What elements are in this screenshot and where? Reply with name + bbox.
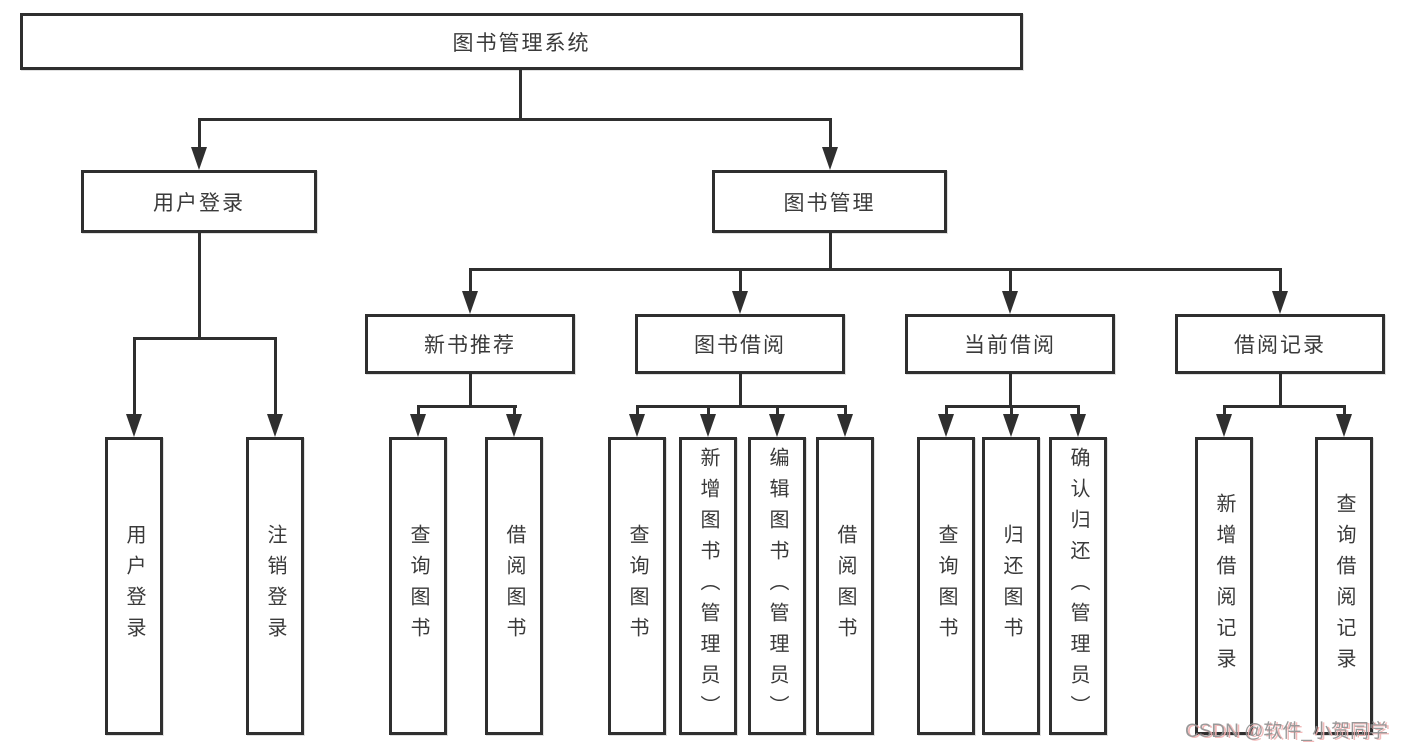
arrowhead-down-icon bbox=[938, 414, 954, 437]
connector-line bbox=[739, 268, 742, 292]
node-user-login-label: 用户登录 bbox=[153, 191, 245, 215]
leaf-add-book-admin: 新增图书（管理员） bbox=[679, 437, 737, 735]
leaf-return-book-label: 归还图书 bbox=[1000, 524, 1022, 648]
leaf-borrow-books: 借阅图书 bbox=[816, 437, 874, 735]
connector-line bbox=[417, 405, 517, 408]
arrowhead-down-icon bbox=[769, 414, 785, 437]
leaf-query-books-recommend: 查询图书 bbox=[389, 437, 447, 735]
arrowhead-down-icon bbox=[1336, 414, 1352, 437]
connector-line bbox=[198, 118, 832, 121]
leaf-query-books-current: 查询图书 bbox=[917, 437, 975, 735]
connector-line bbox=[739, 374, 742, 408]
connector-line bbox=[513, 405, 516, 416]
node-current-borrow-label: 当前借阅 bbox=[964, 334, 1056, 357]
leaf-logout-label: 注销登录 bbox=[264, 524, 286, 648]
leaf-return-book: 归还图书 bbox=[982, 437, 1040, 735]
connector-line bbox=[1010, 405, 1013, 416]
arrowhead-down-icon bbox=[462, 291, 478, 314]
leaf-query-books-borrow-label: 查询图书 bbox=[626, 524, 648, 648]
leaf-query-borrow-record-label: 查询借阅记录 bbox=[1333, 493, 1355, 679]
connector-line bbox=[844, 405, 847, 416]
arrowhead-down-icon bbox=[410, 414, 426, 437]
node-new-book-recommend: 新书推荐 bbox=[365, 314, 575, 374]
leaf-borrow-books-recommend-label: 借阅图书 bbox=[503, 524, 525, 648]
leaf-confirm-return-admin-label: 确认归还（管理员） bbox=[1067, 446, 1089, 726]
leaf-edit-book-admin-label: 编辑图书（管理员） bbox=[766, 446, 788, 726]
arrowhead-down-icon bbox=[267, 414, 283, 437]
leaf-query-books-current-label: 查询图书 bbox=[935, 524, 957, 648]
arrowhead-down-icon bbox=[1216, 414, 1232, 437]
connector-line bbox=[133, 337, 136, 415]
leaf-user-login: 用户登录 bbox=[105, 437, 163, 735]
connector-line bbox=[1279, 268, 1282, 292]
leaf-edit-book-admin: 编辑图书（管理员） bbox=[748, 437, 806, 735]
arrowhead-down-icon bbox=[732, 291, 748, 314]
connector-line bbox=[636, 405, 846, 408]
arrowhead-down-icon bbox=[126, 414, 142, 437]
node-book-borrow-label: 图书借阅 bbox=[694, 334, 786, 357]
node-borrow-records: 借阅记录 bbox=[1175, 314, 1385, 374]
leaf-user-login-label: 用户登录 bbox=[123, 524, 145, 648]
leaf-logout: 注销登录 bbox=[246, 437, 304, 735]
leaf-borrow-books-recommend: 借阅图书 bbox=[485, 437, 543, 735]
arrowhead-down-icon bbox=[822, 147, 838, 170]
csdn-watermark: CSDN @软件_小贺同学 bbox=[1185, 721, 1388, 742]
node-borrow-records-label: 借阅记录 bbox=[1234, 334, 1326, 357]
leaf-query-books-recommend-label: 查询图书 bbox=[407, 524, 429, 648]
node-current-borrow: 当前借阅 bbox=[905, 314, 1115, 374]
leaf-query-books-borrow: 查询图书 bbox=[608, 437, 666, 735]
arrowhead-down-icon bbox=[191, 147, 207, 170]
connector-line bbox=[198, 118, 201, 148]
arrowhead-down-icon bbox=[629, 414, 645, 437]
connector-line bbox=[1009, 374, 1012, 408]
leaf-borrow-books-label: 借阅图书 bbox=[834, 524, 856, 648]
connector-line bbox=[776, 405, 779, 416]
connector-line bbox=[519, 70, 522, 121]
connector-line bbox=[1223, 405, 1346, 408]
connector-line bbox=[945, 405, 948, 416]
connector-line bbox=[1343, 405, 1346, 416]
connector-line bbox=[469, 268, 472, 292]
leaf-query-borrow-record: 查询借阅记录 bbox=[1315, 437, 1373, 735]
connector-line bbox=[133, 337, 277, 340]
node-user-login: 用户登录 bbox=[81, 170, 317, 233]
arrowhead-down-icon bbox=[1272, 291, 1288, 314]
leaf-add-book-admin-label: 新增图书（管理员） bbox=[697, 446, 719, 726]
leaf-confirm-return-admin: 确认归还（管理员） bbox=[1049, 437, 1107, 735]
connector-line bbox=[829, 118, 832, 148]
node-library-system-label: 图书管理系统 bbox=[452, 31, 591, 55]
connector-line bbox=[469, 374, 472, 408]
connector-line bbox=[829, 233, 832, 271]
connector-line bbox=[1009, 268, 1012, 292]
connector-line bbox=[274, 337, 277, 415]
connector-line bbox=[707, 405, 710, 416]
connector-line bbox=[417, 405, 420, 416]
arrowhead-down-icon bbox=[506, 414, 522, 437]
connector-line bbox=[1279, 374, 1282, 408]
node-book-management: 图书管理 bbox=[712, 170, 947, 233]
node-book-management-label: 图书管理 bbox=[783, 191, 876, 215]
arrowhead-down-icon bbox=[700, 414, 716, 437]
arrowhead-down-icon bbox=[1002, 291, 1018, 314]
arrowhead-down-icon bbox=[837, 414, 853, 437]
arrowhead-down-icon bbox=[1003, 414, 1019, 437]
connector-line bbox=[1223, 405, 1226, 416]
connector-line bbox=[198, 233, 201, 340]
connector-line bbox=[636, 405, 639, 416]
leaf-add-borrow-record-label: 新增借阅记录 bbox=[1213, 493, 1235, 679]
node-new-book-recommend-label: 新书推荐 bbox=[424, 334, 516, 357]
arrowhead-down-icon bbox=[1070, 414, 1086, 437]
leaf-add-borrow-record: 新增借阅记录 bbox=[1195, 437, 1253, 735]
node-library-system: 图书管理系统 bbox=[20, 13, 1023, 70]
connector-line bbox=[469, 268, 1282, 271]
node-book-borrow: 图书借阅 bbox=[635, 314, 845, 374]
connector-line bbox=[1077, 405, 1080, 416]
